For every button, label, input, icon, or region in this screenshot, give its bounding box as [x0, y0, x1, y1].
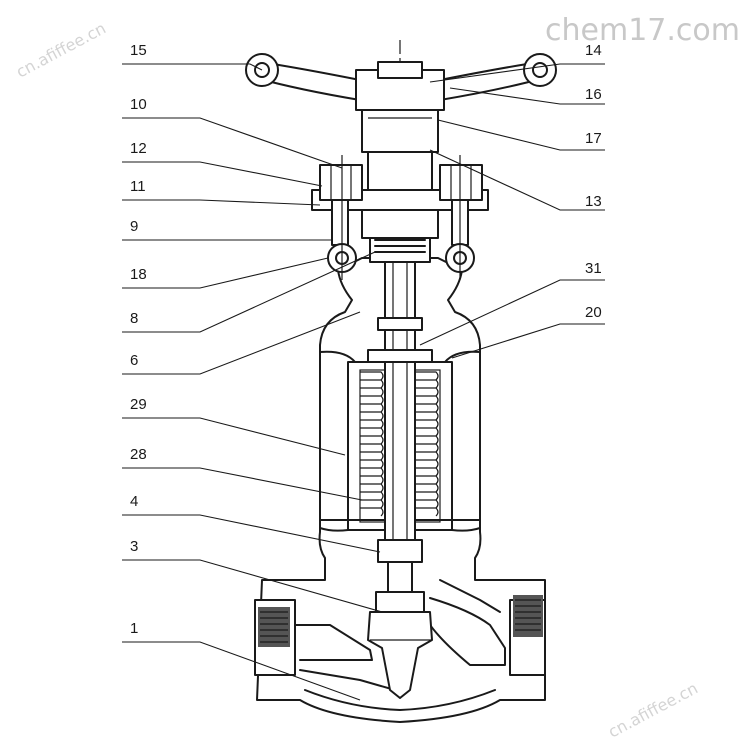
bellows-convolution: [415, 459, 439, 469]
callout-12: 12: [130, 140, 147, 157]
bellows-convolution: [360, 483, 384, 493]
bellows-convolution: [415, 403, 439, 413]
bellows-convolution: [415, 427, 439, 437]
callout-20: 20: [585, 304, 602, 321]
right-thread: [513, 595, 543, 637]
bellows-convolution: [360, 379, 384, 389]
bellows: [359, 369, 386, 523]
callout-31: 31: [585, 260, 602, 277]
bellows-convolution: [360, 411, 384, 421]
valve-body: [254, 519, 546, 723]
callout-3: 3: [130, 538, 138, 555]
callouts-right: 14 16 17 13 31 20: [585, 42, 602, 321]
bellows-convolution: [415, 451, 439, 461]
bellows-convolution: [360, 467, 384, 477]
bellows-convolution: [415, 411, 439, 421]
watermark-bottom-right: cn.afiffee.cn: [605, 678, 701, 741]
bellows-convolution: [415, 491, 439, 501]
bellows-convolution: [415, 395, 439, 405]
bellows-convolution: [415, 467, 439, 477]
bellows-convolution: [415, 371, 439, 381]
bellows-convolution: [360, 387, 384, 397]
bellows-convolution: [360, 451, 384, 461]
callout-8: 8: [130, 310, 138, 327]
bellows-convolution: [360, 371, 384, 381]
left-eye-bolt: [319, 155, 363, 280]
bellows-convolution: [415, 443, 439, 453]
bellows-convolution: [415, 483, 439, 493]
left-thread: [258, 607, 290, 647]
callout-15: 15: [130, 42, 147, 59]
callout-10: 10: [130, 96, 147, 113]
watermark-top-right: chem17.com: [545, 13, 740, 48]
bellows: [414, 369, 441, 523]
watermark-top-left: cn.afiffee.cn: [13, 18, 109, 81]
leader-lines: [122, 63, 605, 701]
callout-17: 17: [585, 130, 602, 147]
bellows-convolution: [360, 403, 384, 413]
bellows-convolution: [360, 475, 384, 485]
callout-1: 1: [130, 620, 138, 637]
callout-28: 28: [130, 446, 147, 463]
bellows-convolution: [360, 491, 384, 501]
handwheel: [245, 53, 557, 191]
callout-4: 4: [130, 493, 138, 510]
callout-29: 29: [130, 396, 147, 413]
bellows-convolution: [360, 507, 384, 517]
bellows-convolution: [415, 475, 439, 485]
bellows-convolution: [415, 507, 439, 517]
bellows-convolution: [415, 419, 439, 429]
right-eye-bolt: [439, 155, 483, 280]
bellows-convolution: [415, 499, 439, 509]
callout-18: 18: [130, 266, 147, 283]
callout-9: 9: [130, 218, 138, 235]
bellows-convolution: [415, 387, 439, 397]
bellows-convolution: [415, 435, 439, 445]
bellows-convolution: [360, 459, 384, 469]
callouts-left: 15 10 12 11 9 18 8 6 29 28 4 3 1: [130, 42, 147, 637]
bellows-convolution: [415, 379, 439, 389]
bellows-convolution: [360, 435, 384, 445]
bellows-convolution: [360, 499, 384, 509]
callout-14: 14: [585, 42, 602, 59]
bellows-convolution: [360, 427, 384, 437]
callout-13: 13: [585, 193, 602, 210]
bellows-convolution: [360, 443, 384, 453]
callout-11: 11: [130, 178, 146, 195]
bellows-convolution: [360, 395, 384, 405]
callout-6: 6: [130, 352, 138, 369]
bellows-convolution: [360, 419, 384, 429]
callout-16: 16: [585, 86, 602, 103]
